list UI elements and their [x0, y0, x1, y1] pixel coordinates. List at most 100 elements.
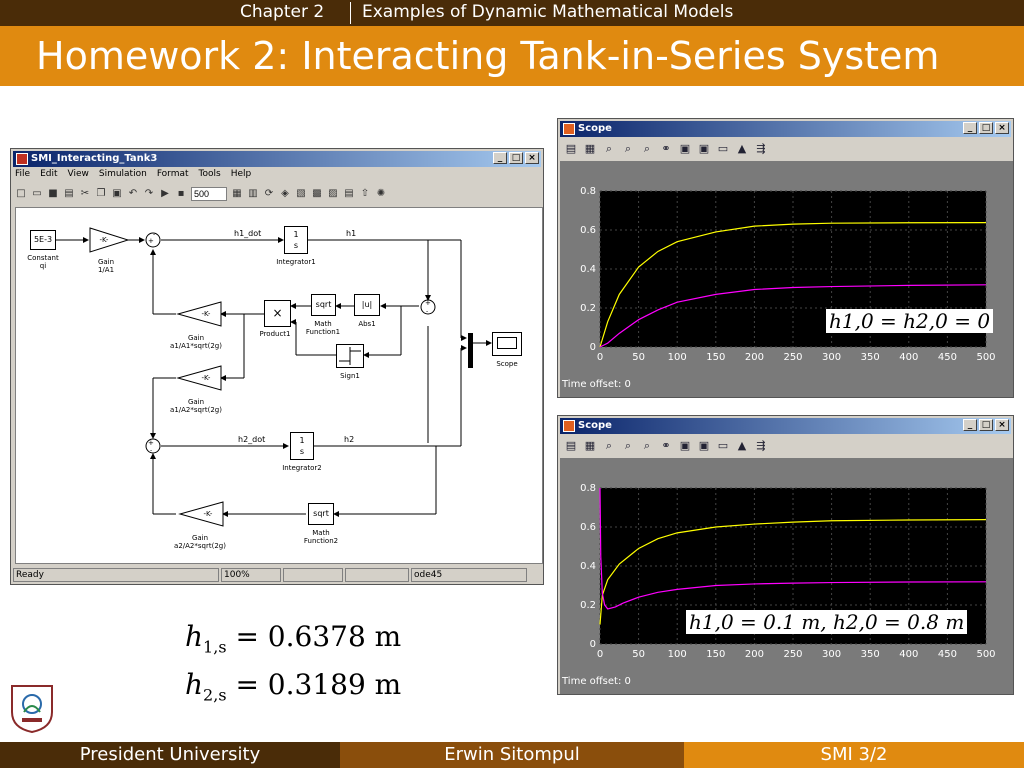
target-icon[interactable]: ✺: [376, 188, 386, 199]
gain1-k[interactable]: -K-: [99, 236, 109, 244]
browser-icon[interactable]: ▨: [328, 188, 338, 199]
menu-tools[interactable]: Tools: [198, 169, 221, 179]
scope1-x-tick-9: 450: [938, 352, 957, 363]
scope1-close-button[interactable]: ×: [995, 122, 1009, 134]
math-function1-block[interactable]: sqrt: [311, 294, 336, 316]
zoom-y-icon[interactable]: ⌕: [643, 439, 651, 452]
build-icon[interactable]: ◈: [281, 188, 289, 199]
autoscale-icon[interactable]: ⚭: [661, 439, 671, 452]
menu-view[interactable]: View: [67, 169, 89, 179]
restore-axes-icon[interactable]: ▣: [698, 142, 710, 155]
redo-icon[interactable]: ↷: [144, 188, 154, 199]
save-axes-icon[interactable]: ▣: [679, 142, 691, 155]
paste-icon[interactable]: ▣: [112, 188, 122, 199]
simulink-title-bar[interactable]: SMI_Interacting_Tank3 _ □ ×: [13, 151, 541, 167]
signal-selection-icon[interactable]: ⇶: [756, 142, 766, 155]
scope1-maximize-button[interactable]: □: [979, 122, 993, 134]
autoscale-icon[interactable]: ⚭: [661, 142, 671, 155]
play-icon[interactable]: ▶: [161, 188, 169, 199]
menu-help[interactable]: Help: [230, 169, 252, 179]
undo-icon[interactable]: ↶: [128, 188, 138, 199]
scope2-x-tick-8: 400: [899, 649, 918, 660]
gain4-k[interactable]: -K-: [203, 510, 213, 518]
scope1-series-1: [599, 284, 987, 348]
menu-simulation[interactable]: Simulation: [98, 169, 147, 179]
scope1-x-tick-6: 300: [822, 352, 841, 363]
product-block[interactable]: ×: [264, 300, 291, 327]
print-icon[interactable]: ▤: [565, 142, 577, 155]
gain2-k[interactable]: -K-: [201, 310, 211, 318]
scope2-title-bar[interactable]: Scope _ □ ×: [560, 418, 1011, 434]
footer-bar: President University Erwin Sitompul SMI …: [0, 742, 1024, 768]
save-axes-icon[interactable]: ▣: [679, 439, 691, 452]
up-icon[interactable]: ⇧: [360, 188, 370, 199]
scope2-toolbar: ▤ ▦ ⌕ ⌕ ⌕ ⚭ ▣ ▣ ▭ ▲ ⇶: [560, 436, 768, 456]
minimize-button[interactable]: _: [493, 152, 507, 164]
close-button[interactable]: ×: [525, 152, 539, 164]
int1-den: s: [293, 241, 299, 250]
new-icon[interactable]: □: [16, 188, 26, 199]
library-icon[interactable]: ▦: [232, 188, 242, 199]
parameters-icon[interactable]: ▦: [584, 439, 596, 452]
lock-icon[interactable]: ▲: [737, 142, 747, 155]
signal-selection-icon[interactable]: ⇶: [756, 439, 766, 452]
zoom-icon[interactable]: ⌕: [605, 142, 613, 155]
scope2-x-tick-0: 0: [597, 649, 603, 660]
status-bar: Ready 100% ode45: [13, 568, 541, 582]
scope-block[interactable]: [492, 332, 522, 356]
debug-icon[interactable]: ▧: [296, 188, 306, 199]
gain3-k[interactable]: -K-: [201, 374, 211, 382]
zoom-icon[interactable]: ⌕: [605, 439, 613, 452]
sum3-shape: [145, 438, 161, 454]
maximize-button[interactable]: □: [509, 152, 523, 164]
sign-label: Sign1: [340, 372, 360, 380]
top-header-bar: Chapter 2 Examples of Dynamic Mathematic…: [0, 0, 1024, 26]
restore-axes-icon[interactable]: ▣: [698, 439, 710, 452]
model-canvas[interactable]: + - + - + - h1_dot h1 h2_dot h2 5E-3 Con…: [15, 207, 543, 564]
floating-scope-icon[interactable]: ▭: [717, 439, 729, 452]
zoom-x-icon[interactable]: ⌕: [624, 142, 632, 155]
sign-block[interactable]: [336, 344, 364, 368]
scope2-x-tick-4: 200: [745, 649, 764, 660]
menu-edit[interactable]: Edit: [40, 169, 58, 179]
scope2-minimize-button[interactable]: _: [963, 419, 977, 431]
scope2-y-tick-0: 0: [590, 639, 596, 650]
copy-icon[interactable]: ❐: [96, 188, 106, 199]
status-empty2: [345, 568, 409, 582]
scope2-x-tick-7: 350: [861, 649, 880, 660]
scope1-minimize-button[interactable]: _: [963, 122, 977, 134]
h2s-subscript: 2,s: [203, 685, 227, 705]
scope2-x-tick-9: 450: [938, 649, 957, 660]
scope1-y-tick-3: 0.6: [580, 225, 596, 236]
cut-icon[interactable]: ✂: [80, 188, 90, 199]
scope1-x-tick-5: 250: [783, 352, 802, 363]
menu-file[interactable]: File: [15, 169, 31, 179]
scope1-title-bar[interactable]: Scope _ □ ×: [560, 121, 1011, 137]
stop-icon[interactable]: ▪: [177, 188, 185, 199]
properties-icon[interactable]: ▤: [344, 188, 354, 199]
math-function2-block[interactable]: sqrt: [308, 503, 334, 525]
update-icon[interactable]: ⟳: [264, 188, 274, 199]
parameters-icon[interactable]: ▦: [584, 142, 596, 155]
zoom-y-icon[interactable]: ⌕: [643, 142, 651, 155]
constant-block[interactable]: 5E-3: [30, 230, 56, 250]
menu-format[interactable]: Format: [156, 169, 189, 179]
save-icon[interactable]: ■: [48, 188, 58, 199]
h2s-symbol: h: [185, 668, 204, 701]
print-icon[interactable]: ▤: [565, 439, 577, 452]
print-icon[interactable]: ▤: [64, 188, 74, 199]
open-icon[interactable]: ▭: [32, 188, 42, 199]
abs-block[interactable]: |u|: [354, 294, 380, 316]
floating-scope-icon[interactable]: ▭: [717, 142, 729, 155]
stop-time-input[interactable]: [191, 187, 227, 201]
model-explorer-icon[interactable]: ▩: [312, 188, 322, 199]
grid-icon[interactable]: ▥: [248, 188, 258, 199]
zoom-x-icon[interactable]: ⌕: [624, 439, 632, 452]
scope2-close-button[interactable]: ×: [995, 419, 1009, 431]
scope2-maximize-button[interactable]: □: [979, 419, 993, 431]
lock-icon[interactable]: ▲: [737, 439, 747, 452]
scope1-title: Scope: [578, 123, 612, 134]
